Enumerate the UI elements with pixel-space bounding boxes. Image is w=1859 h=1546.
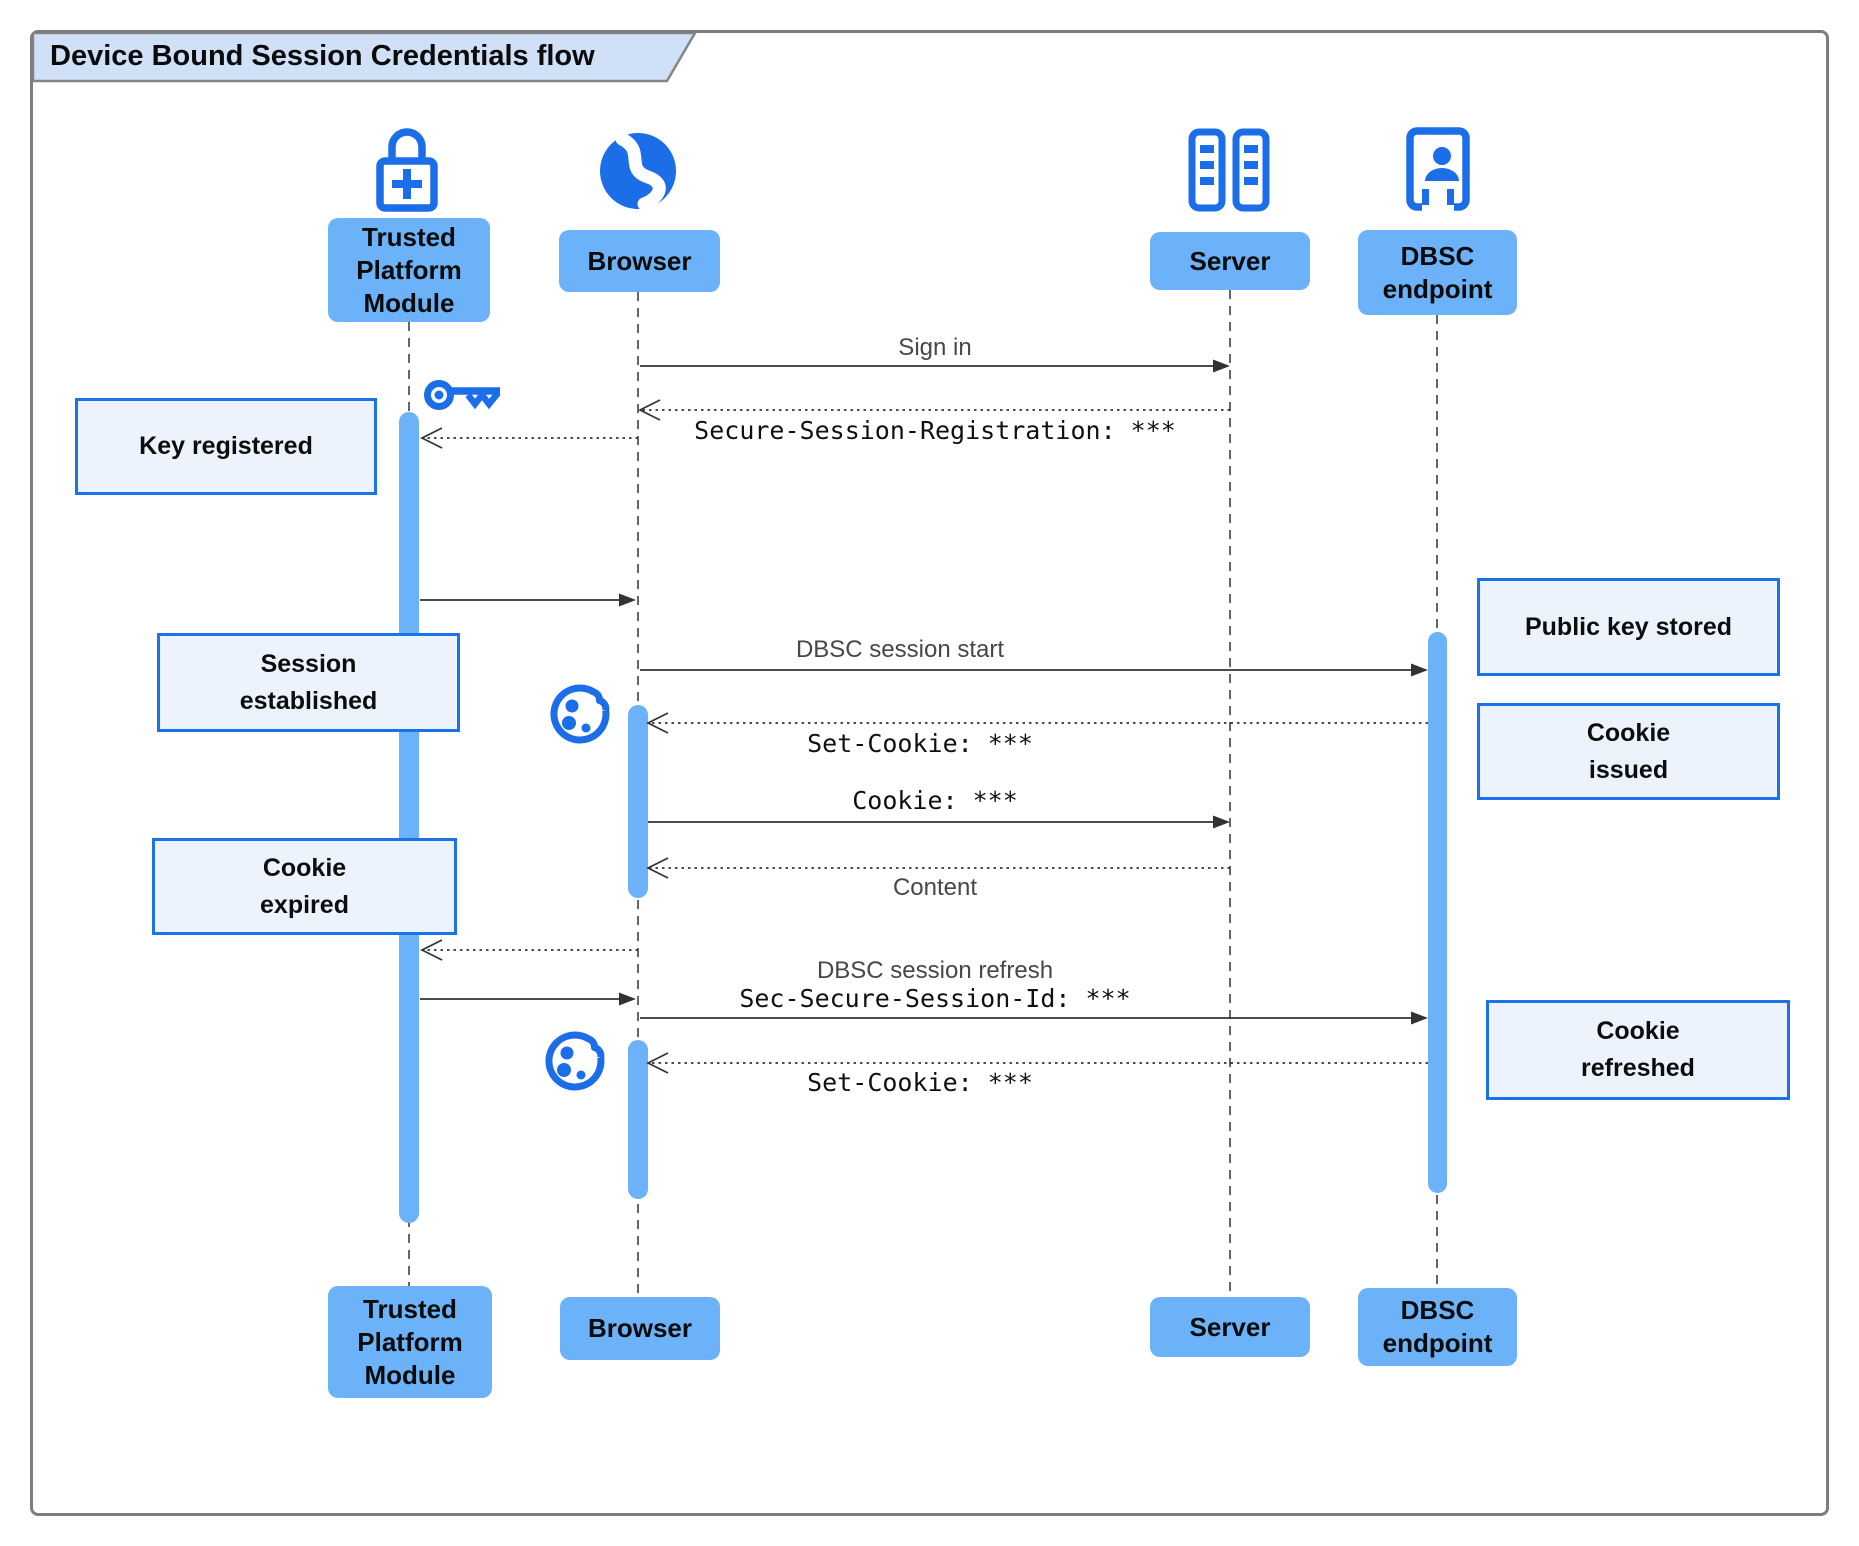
arrow-cookie-request	[648, 815, 1230, 829]
message-label-sec-secure-session-id: Sec-Secure-Session-Id: ***	[739, 984, 1131, 1013]
note-cookie-refreshed: Cookie refreshed	[1486, 1000, 1790, 1100]
activation-bars	[399, 412, 1447, 1223]
actor-label: Trusted Platform Module	[356, 221, 462, 318]
actor-top-dbsc: DBSC endpoint	[1358, 230, 1517, 315]
arrow-secure-session-registration	[638, 399, 1230, 421]
message-label-dbsc-session-start: DBSC session start	[795, 636, 1005, 663]
arrow-browser-to-tpm-2	[420, 939, 638, 961]
actor-label: Server	[1189, 1311, 1271, 1342]
arrow-content	[646, 857, 1230, 879]
cookie-icon	[545, 1031, 605, 1091]
note-session-established: Session established	[157, 633, 460, 732]
title-tab-shape	[33, 33, 697, 83]
note-key-registered: Key registered	[75, 398, 377, 495]
tpm-activation-bar	[399, 412, 419, 1223]
dotted-arrows	[420, 399, 1428, 1074]
arrow-tpm-to-browser-2	[420, 992, 636, 1006]
note-public-key-stored: Public key stored	[1477, 578, 1780, 676]
arrow-tpm-to-browser-1	[420, 593, 636, 607]
message-label-dbsc-session-refresh: DBSC session refresh	[816, 957, 1054, 984]
solid-arrows	[420, 359, 1428, 1025]
arrow-dbsc-session-start	[640, 663, 1428, 677]
actor-label: DBSC endpoint	[1382, 1295, 1493, 1358]
note-cookie-issued: Cookie issued	[1477, 703, 1780, 800]
server-racks-icon	[1188, 128, 1270, 212]
actor-label: Trusted Platform Module	[357, 1293, 463, 1390]
actor-bottom-browser: Browser	[560, 1297, 720, 1360]
arrow-set-cookie-1	[646, 712, 1428, 734]
message-label-sign-in: Sign in	[898, 334, 972, 361]
arrow-set-cookie-2	[646, 1052, 1428, 1074]
message-label-content: Content	[892, 874, 978, 901]
arrow-browser-to-tpm-1	[420, 427, 638, 449]
globe-icon	[600, 132, 676, 211]
actor-top-browser: Browser	[559, 230, 720, 292]
arrow-dbsc-session-refresh	[640, 1011, 1428, 1025]
actor-bottom-server: Server	[1150, 1297, 1310, 1357]
message-label-secure-session-registration: Secure-Session-Registration: ***	[694, 416, 1176, 445]
lock-plus-icon	[376, 128, 438, 212]
note-cookie-expired: Cookie expired	[152, 838, 457, 935]
message-label-cookie: Cookie: ***	[852, 786, 1018, 815]
dbsc-activation-bar	[1428, 632, 1447, 1193]
browser-activation-bar-2	[628, 1040, 648, 1199]
actor-label: Server	[1189, 245, 1271, 276]
actor-label: Browser	[587, 1313, 693, 1343]
message-label-set-cookie-1: Set-Cookie: ***	[807, 729, 1033, 758]
key-icon	[424, 380, 501, 410]
actor-label: DBSC endpoint	[1382, 240, 1493, 304]
actor-bottom-dbsc: DBSC endpoint	[1358, 1288, 1517, 1366]
cookie-icon	[550, 684, 610, 744]
person-terminal-icon	[1406, 127, 1470, 211]
actor-label: Browser	[587, 245, 692, 276]
diagram-title: Device Bound Session Credentials flow	[50, 40, 595, 72]
actor-bottom-tpm: Trusted Platform Module	[328, 1286, 492, 1398]
diagram-frame	[30, 30, 1829, 1516]
browser-activation-bar-1	[628, 705, 648, 898]
message-label-set-cookie-2: Set-Cookie: ***	[807, 1068, 1033, 1097]
arrow-sign-in	[640, 359, 1230, 373]
actor-top-tpm: Trusted Platform Module	[328, 218, 490, 322]
actor-top-server: Server	[1150, 232, 1310, 290]
